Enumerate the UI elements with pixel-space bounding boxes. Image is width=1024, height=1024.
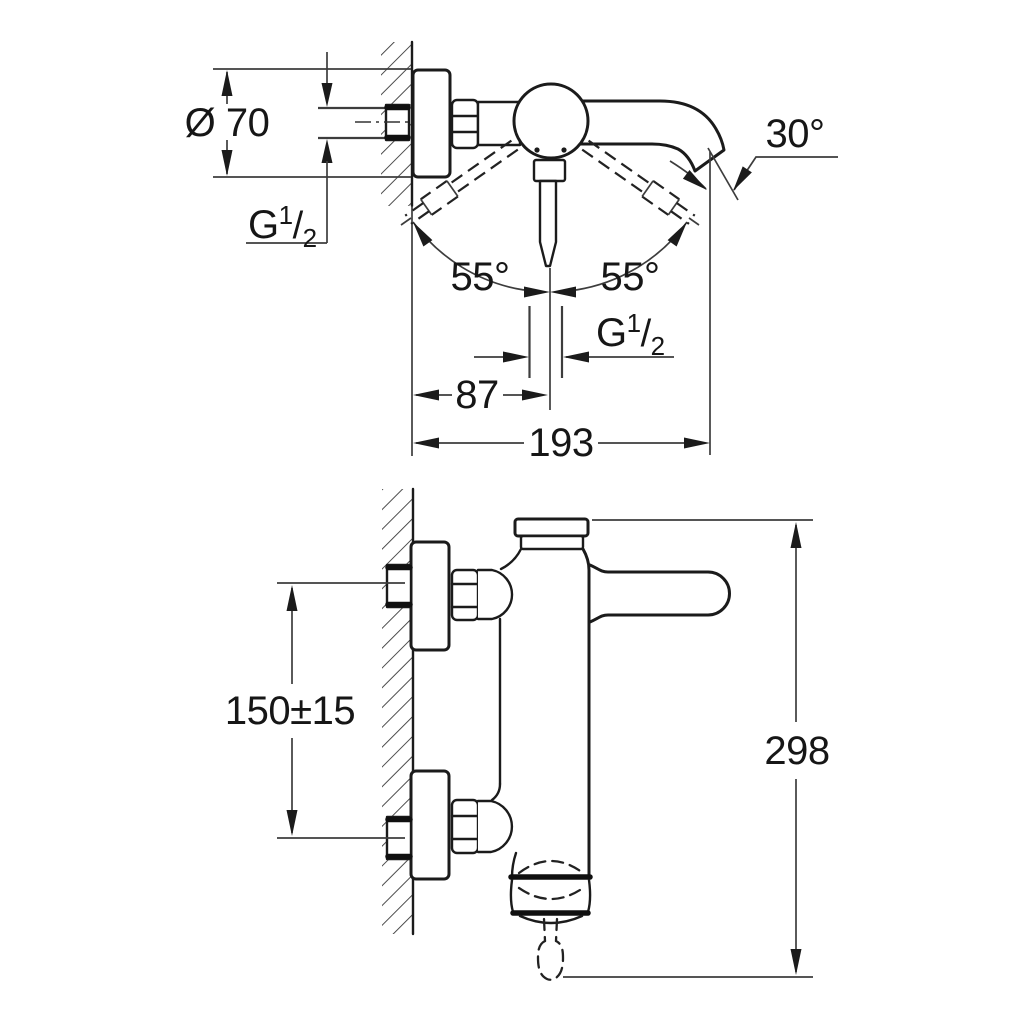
lever-front [588,563,731,624]
arrow [733,166,752,191]
outlet-axis-line [707,147,739,201]
arrow [682,170,707,190]
dim-swing-left: 55° [412,221,550,299]
swing-left-label: 55° [451,255,510,299]
knob-dot-left [534,147,540,153]
mounting-flange [411,68,452,179]
spout-front [508,851,593,981]
arrow [563,351,589,363]
wall-to-handle-label: 87 [455,373,499,417]
inlet-spacing-label: 150±15 [225,689,355,733]
wall-section-front [382,487,415,936]
arrow [221,150,233,176]
arrow [790,522,802,548]
hex-nut-top [450,568,480,622]
dim-overall-height: 298 [563,519,830,978]
arrow [522,389,548,401]
wall-hatch-front [382,489,413,934]
pipe-nut-top [385,563,413,609]
wall-to-outlet-label: 193 [528,421,593,465]
body-column [490,517,591,879]
front-view: 150±15 298 [225,487,830,981]
hex-nut-bottom [450,798,480,855]
arrow [550,286,576,298]
spout-angle-label: 30° [766,112,825,156]
dim-wall-to-outlet: 193 [413,152,711,465]
dim-outlet-thread: G1/2 [474,306,674,378]
dim-swing-right: 55° [550,221,688,299]
arrow [667,222,687,247]
arrow [413,389,439,401]
swing-right-label: 55° [601,255,660,299]
outlet-nozzle [536,917,565,981]
handle-knob [512,82,590,160]
arrow [221,70,233,96]
aerator-right [586,878,592,914]
arrow [413,437,439,449]
aerator-left [509,878,515,914]
arrow [321,83,333,107]
arrow [321,139,333,163]
arrow [413,222,433,247]
arrow [286,585,298,611]
arrow [286,810,298,836]
arrow [790,949,802,975]
dim-inlet-thread: G1/2 [246,52,333,253]
arrow [503,351,529,363]
flange-top [409,540,451,652]
dim-inlet-spacing: 150±15 [225,582,405,839]
lever-swing-dashed-left [400,139,519,226]
s-union-bottom [476,799,514,854]
inlet-thread-label: G1/2 [248,200,317,253]
inlet-pipe [318,103,426,142]
flange-bottom [409,769,451,881]
cap [513,517,590,538]
dim-flange-diameter: Ø 70 [185,68,411,178]
knob-dot-right [561,147,567,153]
lever-handle [532,158,567,268]
aerator-cap [518,914,584,925]
flange-diameter-label: Ø 70 [185,101,270,145]
arrow [684,437,710,449]
cap-ring [519,534,585,551]
side-view: 55° 55° Ø 70 G1/2 [185,40,838,465]
dim-spout-angle: 30° [669,112,838,201]
union-nut [450,98,480,150]
outlet-thread-label: G1/2 [596,308,665,361]
dim-wall-to-handle: 87 [413,373,548,417]
s-union-top [476,568,514,621]
lever-swing-dashed-right [581,139,700,226]
arrow [524,286,550,298]
overall-height-label: 298 [764,729,829,773]
